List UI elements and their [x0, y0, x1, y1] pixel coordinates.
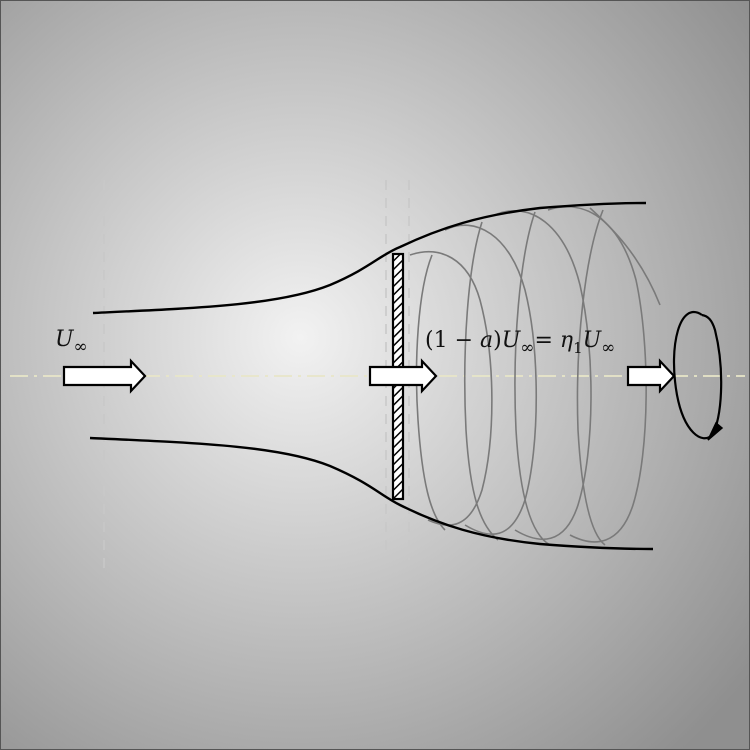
eq-open: (1 −	[425, 328, 480, 353]
eq-inf1: ∞	[520, 338, 534, 358]
rotation-arrowhead-icon	[707, 421, 724, 441]
eq-u1: U	[502, 328, 522, 353]
helix-loop-4-back	[589, 207, 661, 306]
stream-tube-upper	[92, 201, 647, 315]
helix-loop-3-front	[494, 210, 592, 540]
disk-velocity-equation: (1 − a)U∞= η1U∞	[425, 328, 615, 358]
eq-eta: η	[560, 328, 573, 353]
wake-flow-arrow-icon	[626, 358, 676, 394]
disk-flow-arrow-icon	[368, 358, 438, 394]
eq-close: )	[493, 328, 502, 353]
helix-loop-2-front	[444, 224, 537, 535]
helix-loop-3-back	[514, 211, 551, 546]
inflow-arrow-icon	[62, 358, 147, 394]
eq-inf2: ∞	[601, 338, 615, 358]
eq-equals: =	[534, 328, 559, 353]
eq-u2: U	[583, 328, 603, 353]
u-symbol: U	[55, 327, 75, 352]
infinity-subscript: ∞	[74, 337, 88, 357]
helix-loop-1-back	[415, 254, 446, 531]
freestream-velocity-label: U∞	[55, 327, 88, 357]
helix-loop-2-back	[463, 221, 499, 541]
eq-induction-factor: a	[480, 328, 493, 353]
eq-eta-sub: 1	[573, 339, 583, 357]
helix-loop-5	[576, 209, 606, 546]
helix-loop-1-front	[409, 251, 493, 526]
stream-tube-lower	[89, 436, 654, 551]
